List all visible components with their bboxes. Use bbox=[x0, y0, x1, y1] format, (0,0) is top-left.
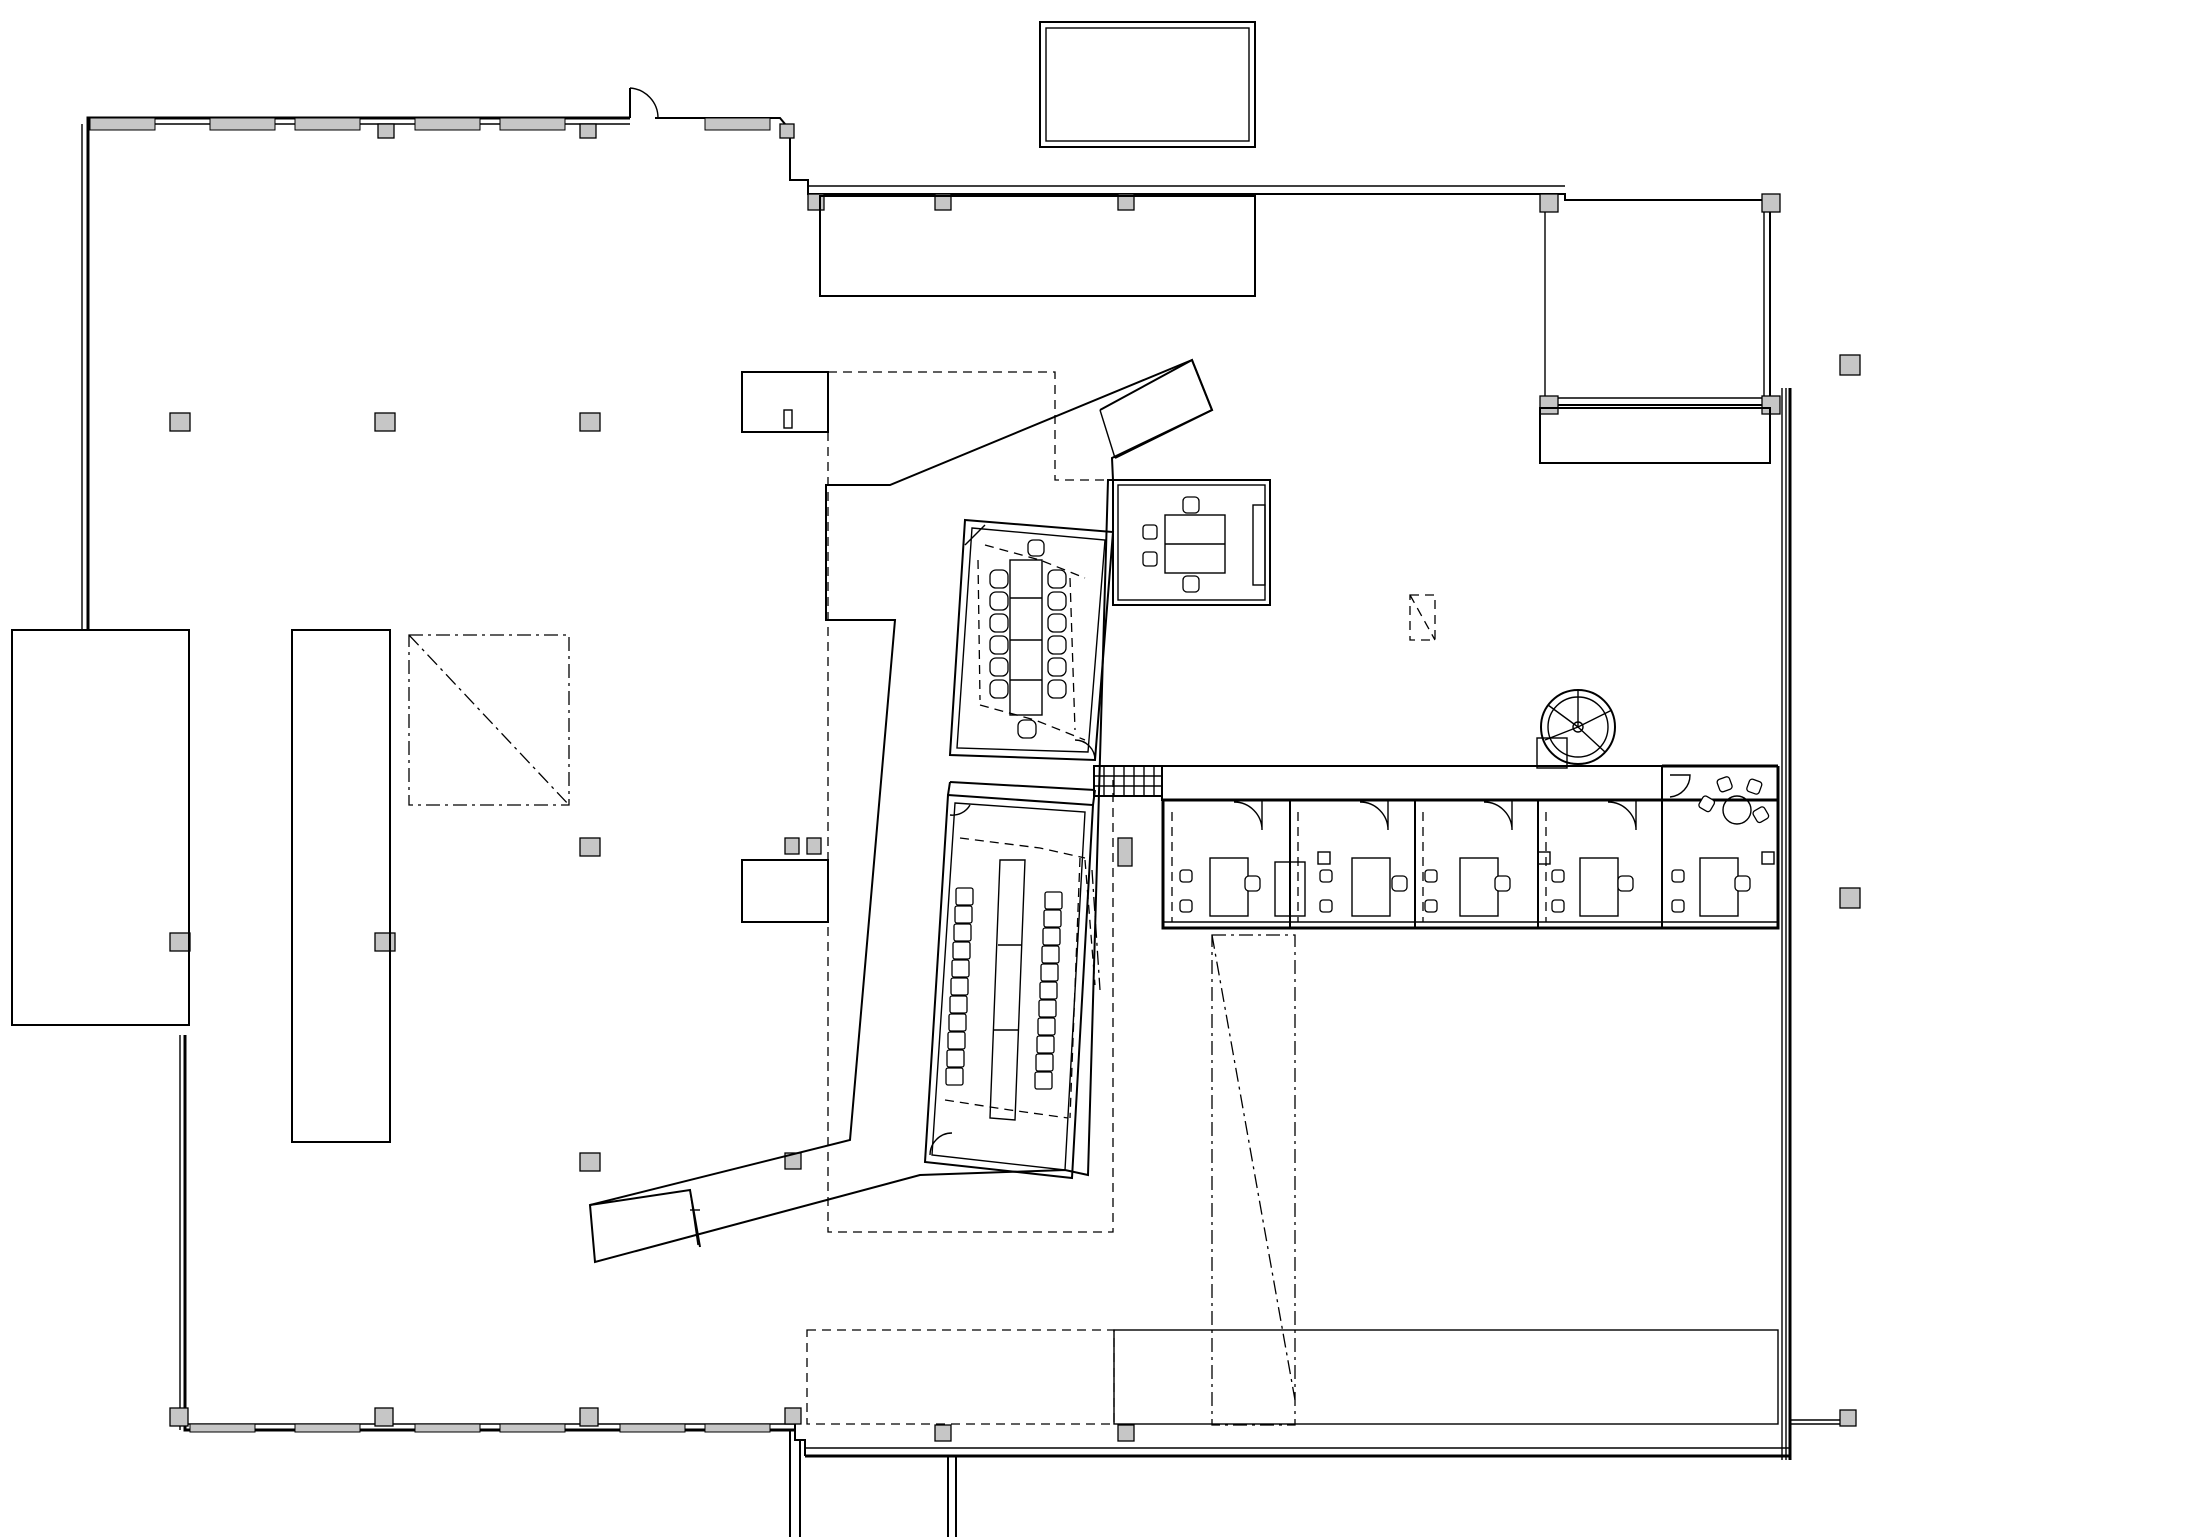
central-pavilion bbox=[588, 358, 1214, 1264]
floor-marker bbox=[1409, 594, 1436, 641]
meeting-room-lower bbox=[923, 781, 1096, 1180]
meeting-room-upper-chairs bbox=[989, 539, 1067, 739]
central-void-outline bbox=[806, 371, 1779, 1426]
entrance-door bbox=[629, 87, 659, 119]
office-strip bbox=[1161, 764, 1780, 930]
meeting-room-lower-chairs bbox=[945, 887, 1063, 1090]
skylight bbox=[1039, 21, 1256, 148]
small-meeting-room bbox=[1112, 479, 1271, 606]
exterior-walls bbox=[81, 116, 1845, 1537]
spiral-staircase bbox=[1536, 689, 1616, 769]
left-wing-fixtures bbox=[11, 371, 829, 1143]
bridge-corridor bbox=[1093, 765, 1663, 801]
meeting-room-upper bbox=[948, 518, 1115, 762]
facade-glazing bbox=[89, 117, 771, 1433]
reception-block bbox=[819, 195, 1771, 464]
dashed-projection-lines bbox=[1084, 859, 1101, 991]
structural-columns bbox=[169, 123, 1861, 1442]
